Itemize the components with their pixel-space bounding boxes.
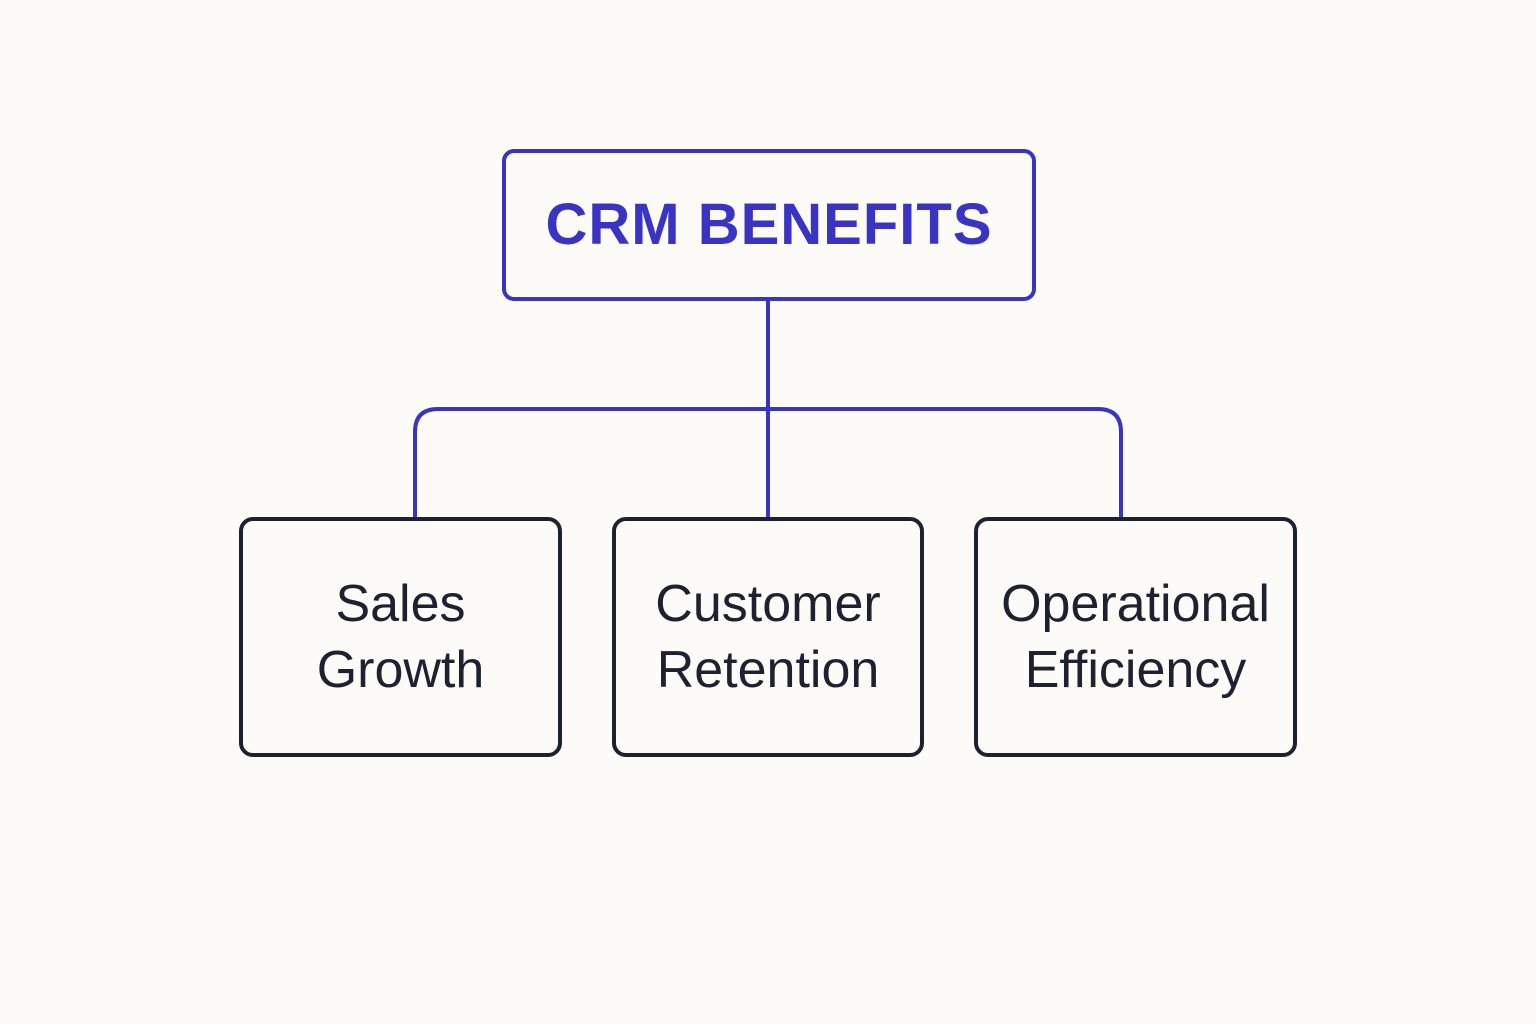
child-label-line: Retention [656, 641, 880, 699]
child-label-line: Customer [655, 575, 881, 633]
child-label-line: Sales [335, 575, 466, 633]
root-label: CRM BENEFITS [545, 192, 993, 257]
child-label-line: Operational [1001, 575, 1270, 633]
child-label-line: Efficiency [1024, 641, 1247, 699]
root-node: CRM BENEFITS [502, 149, 1036, 301]
branch-connector [413, 407, 1123, 519]
child-node-customer-retention: Customer Retention [612, 517, 924, 757]
child-node-sales-growth: Sales Growth [239, 517, 562, 757]
child-label-line: Growth [316, 641, 485, 699]
child-node-operational-efficiency: Operational Efficiency [974, 517, 1297, 757]
